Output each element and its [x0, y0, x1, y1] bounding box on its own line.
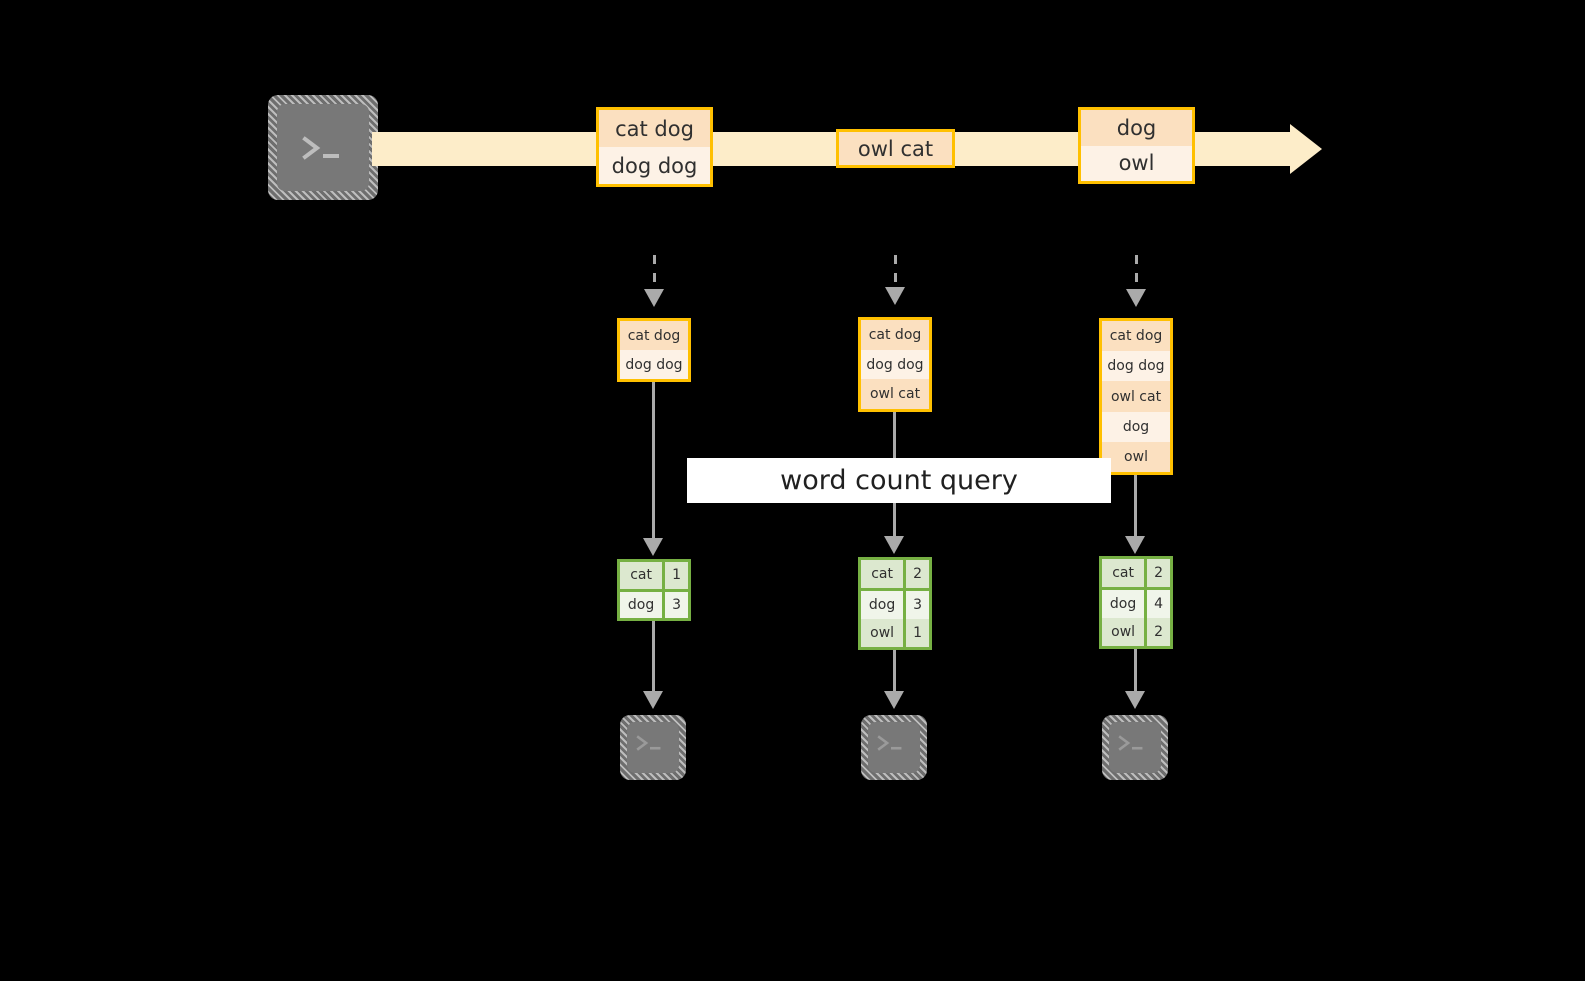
terminal-screen [277, 104, 369, 191]
result-table-1: cat 1 dog 3 [617, 559, 691, 621]
record-line: owl [1081, 145, 1192, 181]
snapshot-line: dog [1102, 411, 1170, 442]
result-table-2: cat 2 dog 3 owl 1 [858, 557, 932, 650]
terminal-prompt-icon [877, 734, 902, 751]
snapshot-line: owl [1102, 441, 1170, 473]
output-arrowhead-1 [643, 691, 663, 709]
terminal-prompt-icon [636, 734, 661, 751]
count-cell: 2 [1147, 559, 1170, 587]
terminal-prompt-icon [1118, 734, 1143, 751]
query-label-text: word count query [780, 465, 1018, 496]
snapshot-line: cat dog [861, 320, 929, 350]
record-line: cat dog [599, 110, 710, 147]
snapshot-line: dog dog [1102, 351, 1170, 382]
source-terminal-icon [268, 95, 378, 200]
output-arrowhead-3 [1125, 691, 1145, 709]
event-stream-arrowhead [1290, 124, 1322, 174]
snapshot-box-3: cat dog dog dog owl cat dog owl [1099, 318, 1173, 475]
snapshot-line: dog dog [620, 350, 688, 379]
sink-terminal-2 [861, 715, 927, 780]
stream-tap-line-2 [894, 255, 897, 289]
stream-record-1: cat dog dog dog [596, 107, 713, 187]
stream-record-3: dog owl [1078, 107, 1195, 184]
stream-tap-line-1 [653, 255, 656, 291]
stream-tap-line-3 [1135, 255, 1138, 291]
record-line: dog [1081, 110, 1192, 146]
count-cell: 3 [906, 591, 929, 619]
output-line-3 [1134, 649, 1137, 693]
output-line-1 [652, 621, 655, 693]
count-cell: 1 [665, 562, 688, 589]
snapshot-line: dog dog [861, 349, 929, 380]
sink-terminal-3 [1102, 715, 1168, 780]
count-cell: 4 [1147, 590, 1170, 618]
count-cell: 2 [1147, 618, 1170, 646]
snapshot-line: owl cat [861, 379, 929, 410]
stream-record-2: owl cat [836, 129, 955, 168]
query-arrowhead-1 [643, 538, 663, 556]
snapshot-line: cat dog [620, 321, 688, 350]
table-row: dog 3 [861, 591, 929, 619]
query-arrowhead-2 [884, 536, 904, 554]
query-line-1 [652, 382, 655, 540]
count-cell: 2 [906, 560, 929, 588]
table-row: cat 2 [1102, 559, 1170, 587]
word-cell: owl [861, 619, 904, 647]
word-cell: owl [1102, 618, 1145, 646]
query-label-band: word count query [687, 458, 1111, 503]
stream-tap-arrowhead-1 [644, 289, 664, 307]
table-row: dog 3 [620, 591, 688, 618]
word-cell: dog [1102, 590, 1145, 618]
count-cell: 1 [906, 619, 929, 647]
table-row: owl 2 [1102, 618, 1170, 646]
table-row: cat 2 [861, 560, 929, 588]
output-arrowhead-2 [884, 691, 904, 709]
snapshot-box-1: cat dog dog dog [617, 318, 691, 382]
count-cell: 3 [665, 591, 688, 618]
word-cell: dog [620, 591, 663, 618]
snapshot-box-2: cat dog dog dog owl cat [858, 317, 932, 412]
word-cell: cat [620, 562, 663, 589]
snapshot-line: cat dog [1102, 321, 1170, 352]
output-line-2 [893, 650, 896, 693]
table-row: cat 1 [620, 562, 688, 589]
terminal-prompt-icon [302, 135, 339, 160]
word-cell: cat [861, 560, 904, 588]
record-line: dog dog [599, 147, 710, 184]
snapshot-line: owl cat [1102, 381, 1170, 412]
result-table-3: cat 2 dog 4 owl 2 [1099, 556, 1173, 649]
table-row: dog 4 [1102, 590, 1170, 618]
word-cell: cat [1102, 559, 1145, 587]
query-arrowhead-3 [1125, 536, 1145, 554]
stream-tap-arrowhead-3 [1126, 289, 1146, 307]
stream-tap-arrowhead-2 [885, 287, 905, 305]
word-cell: dog [861, 591, 904, 619]
table-row: owl 1 [861, 619, 929, 647]
record-line: owl cat [839, 132, 952, 165]
query-line-3 [1134, 475, 1137, 538]
sink-terminal-1 [620, 715, 686, 780]
